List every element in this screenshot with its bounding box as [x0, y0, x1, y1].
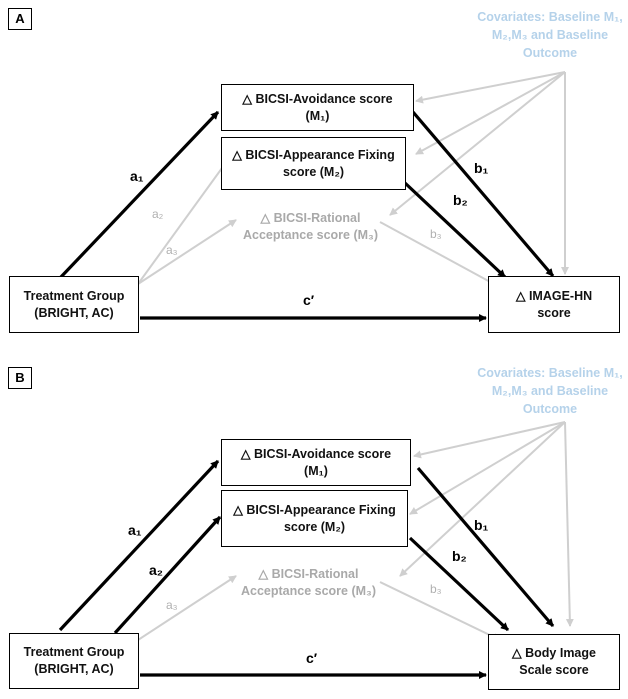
m2-line-1: △ BICSI-Appearance Fixing	[233, 502, 396, 517]
covariates-line-1: Covariates: Baseline	[477, 366, 601, 380]
m2-box: △ BICSI-Appearance Fixing score (M₂)	[221, 137, 406, 190]
panel-a: A Covariates: Baseline M₁, M₂,M₃ and Bas…	[0, 0, 628, 349]
path-c-label: c′	[303, 292, 315, 308]
treatment-line-2: (BRIGHT, AC)	[34, 662, 114, 676]
panel-b: B Covariates: Baseline M₁, M₂,M₃ and Bas…	[0, 350, 628, 699]
path-b1-label: b₁	[474, 517, 489, 533]
covariates-label: Covariates: Baseline M₁, M₂,M₃ and Basel…	[470, 364, 628, 418]
treatment-line-1: Treatment Group	[23, 288, 125, 303]
path-b2-label: b₂	[453, 192, 468, 208]
panel-label: B	[8, 367, 32, 389]
path-b1-label: b₁	[474, 160, 489, 176]
treatment-box: Treatment Group (BRIGHT, AC)	[9, 276, 139, 333]
m1-line-1: △ BICSI-Avoidance score	[240, 446, 392, 461]
covariates-line-3: Baseline Outcome	[522, 28, 609, 60]
path-a1-label: a₁	[128, 522, 142, 538]
m3-label: △ BICSI-Rational Acceptance score (M₃)	[226, 566, 391, 600]
covariates-line-2: M₁, M₂,M₃ and	[491, 366, 623, 398]
covariates-line-2: M₁, M₂,M₃ and	[491, 10, 623, 42]
path-a1-label: a₁	[130, 168, 144, 184]
m3-line-1: △ BICSI-Rational	[260, 211, 361, 225]
m1-box: △ BICSI-Avoidance score (M₁)	[221, 439, 411, 486]
path-b3-label: b₃	[430, 227, 442, 241]
path-a2-label: a₂	[149, 562, 164, 578]
panel-label: A	[8, 8, 32, 30]
path-c-label: c′	[306, 650, 318, 666]
path-a2-label: a₂	[152, 207, 164, 221]
m3-line-2: Acceptance score (M₃)	[241, 584, 376, 598]
covariates-label: Covariates: Baseline M₁, M₂,M₃ and Basel…	[470, 8, 628, 62]
m3-label: △ BICSI-Rational Acceptance score (M₃)	[228, 210, 393, 244]
treatment-line-2: (BRIGHT, AC)	[34, 305, 114, 320]
covariates-line-1: Covariates: Baseline	[477, 10, 601, 24]
m1-line-2: (M₁)	[304, 463, 328, 478]
m3-line-2: Acceptance score (M₃)	[243, 228, 378, 242]
m1-box: △ BICSI-Avoidance score (M₁)	[221, 84, 414, 131]
m2-line-2: score (M₂)	[282, 164, 345, 179]
outcome-box: △ IMAGE-HN score	[488, 276, 620, 333]
m2-line-2: score (M₂)	[283, 519, 346, 534]
m2-line-1: △ BICSI-Appearance Fixing	[232, 147, 395, 162]
outcome-line-2: Scale score	[519, 663, 589, 677]
outcome-line-2: score	[537, 305, 571, 320]
treatment-box: Treatment Group (BRIGHT, AC)	[9, 633, 139, 689]
path-a3-label: a₃	[166, 598, 178, 612]
path-b2-label: b₂	[452, 548, 467, 564]
m1-line-2: (M₁)	[305, 108, 330, 123]
m3-line-1: △ BICSI-Rational	[258, 567, 359, 581]
outcome-line-1: △ IMAGE-HN	[515, 288, 593, 303]
outcome-line-1: △ Body Image	[512, 646, 596, 660]
path-b3-label: b₃	[430, 582, 442, 596]
path-a3-label: a₃	[166, 243, 178, 257]
outcome-box: △ Body Image Scale score	[488, 634, 620, 690]
covariates-line-3: Baseline Outcome	[522, 384, 609, 416]
treatment-line-1: Treatment Group	[23, 645, 125, 659]
m2-box: △ BICSI-Appearance Fixing score (M₂)	[221, 490, 408, 547]
m1-line-1: △ BICSI-Avoidance score	[242, 91, 393, 106]
